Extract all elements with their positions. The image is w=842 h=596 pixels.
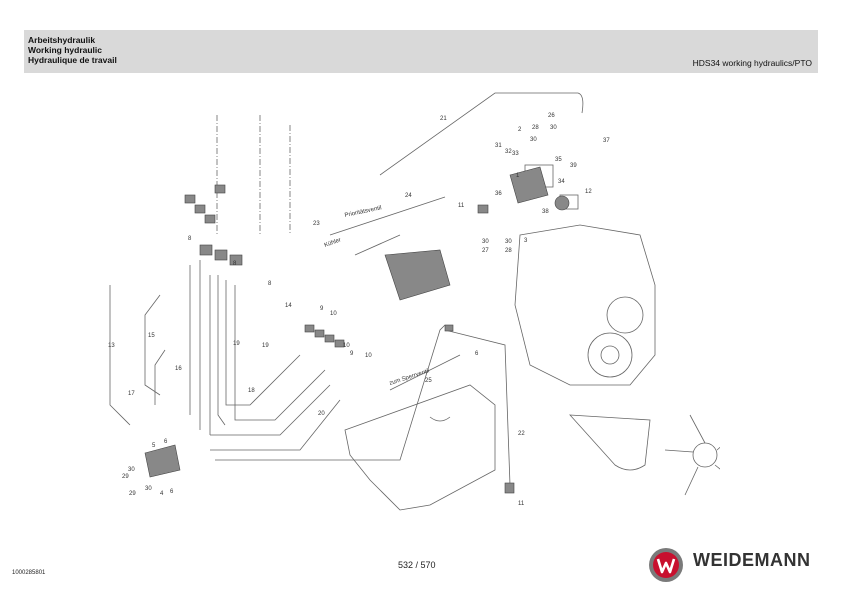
svg-text:2: 2 [518, 127, 522, 133]
svg-text:35: 35 [555, 157, 562, 163]
svg-text:10: 10 [330, 311, 337, 317]
svg-text:24: 24 [405, 193, 412, 199]
svg-text:30: 30 [145, 486, 152, 492]
svg-text:22: 22 [518, 431, 525, 437]
svg-text:4: 4 [160, 491, 164, 497]
header-bar: Arbeitshydraulik Working hydraulic Hydra… [24, 30, 818, 73]
svg-text:9: 9 [320, 306, 324, 312]
svg-text:18: 18 [248, 388, 255, 394]
priority-valve-label: Prioritätsventil [344, 205, 382, 219]
svg-text:19: 19 [233, 341, 240, 347]
svg-text:31: 31 [495, 143, 502, 149]
svg-text:10: 10 [343, 343, 350, 349]
svg-text:30: 30 [550, 125, 557, 131]
svg-text:30: 30 [128, 467, 135, 473]
svg-text:9: 9 [350, 351, 354, 357]
model-subtitle: HDS34 working hydraulics/PTO [692, 58, 812, 68]
svg-text:16: 16 [175, 366, 182, 372]
title-french: Hydraulique de travail [28, 55, 117, 65]
svg-text:11: 11 [458, 203, 465, 209]
svg-text:10: 10 [365, 353, 372, 359]
svg-text:19: 19 [262, 343, 269, 349]
title-german: Arbeitshydraulik [28, 35, 96, 45]
svg-text:12: 12 [585, 189, 592, 195]
exploded-parts-diagram: 21 2 1 12 36 11 3 23 24 13 15 16 17 18 1… [108, 92, 720, 511]
weidemann-logo-icon [649, 548, 683, 582]
svg-text:1: 1 [516, 173, 520, 179]
hose-line [379, 92, 584, 176]
svg-text:14: 14 [285, 303, 292, 309]
svg-text:30: 30 [482, 239, 489, 245]
svg-text:6: 6 [170, 489, 174, 495]
svg-text:26: 26 [548, 113, 555, 119]
svg-text:20: 20 [318, 411, 325, 417]
svg-text:21: 21 [440, 116, 447, 122]
svg-text:33: 33 [512, 151, 519, 157]
svg-text:15: 15 [148, 333, 155, 339]
svg-text:6: 6 [475, 351, 479, 357]
svg-text:25: 25 [425, 378, 432, 384]
brand-name: WEIDEMANN [693, 550, 811, 570]
svg-text:34: 34 [558, 179, 565, 185]
svg-text:38: 38 [542, 209, 549, 215]
svg-text:36: 36 [495, 191, 502, 197]
svg-text:8: 8 [268, 281, 272, 287]
svg-text:28: 28 [532, 125, 539, 131]
svg-text:39: 39 [570, 163, 577, 169]
svg-text:30: 30 [530, 137, 537, 143]
svg-text:30: 30 [505, 239, 512, 245]
svg-text:28: 28 [505, 248, 512, 254]
svg-text:3: 3 [524, 238, 528, 244]
svg-text:8: 8 [233, 261, 237, 267]
svg-text:32: 32 [505, 149, 512, 155]
svg-text:17: 17 [128, 391, 135, 397]
svg-text:11: 11 [518, 501, 525, 507]
svg-text:8: 8 [188, 236, 192, 242]
svg-text:23: 23 [313, 221, 320, 227]
svg-text:29: 29 [129, 491, 136, 497]
svg-text:6: 6 [164, 439, 168, 445]
svg-text:5: 5 [152, 443, 156, 449]
cooler-label: Kühler [324, 237, 342, 249]
svg-text:37: 37 [603, 138, 610, 144]
svg-text:13: 13 [108, 343, 115, 349]
title-english: Working hydraulic [28, 45, 102, 55]
page-indicator: 532 / 570 [398, 560, 436, 570]
svg-text:29: 29 [122, 474, 129, 480]
document-number: 1000285801 [12, 570, 46, 576]
svg-text:27: 27 [482, 248, 489, 254]
